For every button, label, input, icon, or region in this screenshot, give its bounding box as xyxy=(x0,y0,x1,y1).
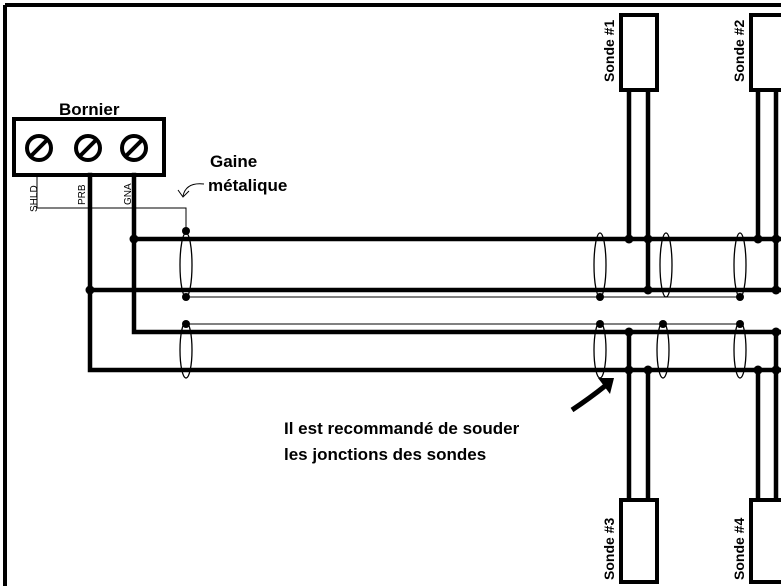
screw-terminal-icon xyxy=(120,134,148,162)
probe-3-label: Sonde #3 xyxy=(601,518,617,580)
screw-terminal-icon xyxy=(74,134,102,162)
probe-4-body xyxy=(749,498,781,584)
arrow-head-icon xyxy=(177,189,190,198)
probe-2-body xyxy=(749,13,781,92)
signal-wires xyxy=(87,87,781,503)
probe-1: Sonde #1 xyxy=(601,13,659,92)
note-line2: les jonctions des sondes xyxy=(284,445,486,464)
sheath-label-line2: métalique xyxy=(208,176,287,195)
sheath-ellipses xyxy=(179,232,747,379)
junction-dots xyxy=(85,227,781,375)
sheath-pointer-arrow xyxy=(182,183,205,197)
probe-1-body xyxy=(619,13,659,92)
note-line1: Il est recommandé de souder xyxy=(284,419,520,438)
probe-2-label: Sonde #2 xyxy=(731,20,747,82)
solder-note: Il est recommandé de souder les jonction… xyxy=(284,378,614,464)
probe-2: Sonde #2 xyxy=(731,13,781,92)
screw-terminal-icon xyxy=(25,134,53,162)
terminal-block: Bornier SHLD PRB GNA xyxy=(12,100,166,212)
pin-label-shld: SHLD xyxy=(29,185,40,212)
wire-prb-bottom xyxy=(87,172,781,373)
pin-label-gna: GNA xyxy=(123,183,134,205)
pin-label-prb: PRB xyxy=(77,184,88,205)
diagram-frame xyxy=(3,3,781,586)
probe-1-label: Sonde #1 xyxy=(601,20,617,82)
sheath-label: Gaine métalique xyxy=(177,152,287,198)
arrow-head-icon xyxy=(598,378,614,394)
shield-wires xyxy=(36,175,740,325)
probe-4-label: Sonde #4 xyxy=(731,518,747,580)
terminal-block-title: Bornier xyxy=(59,100,120,119)
wire-gna-branch xyxy=(131,236,781,335)
probe-3-body xyxy=(619,498,659,584)
note-arrow xyxy=(570,384,607,413)
probe-4: Sonde #4 xyxy=(731,498,781,584)
sheath-label-line1: Gaine xyxy=(210,152,257,171)
shield-drain-wire xyxy=(36,175,187,231)
probe-3: Sonde #3 xyxy=(601,498,659,584)
